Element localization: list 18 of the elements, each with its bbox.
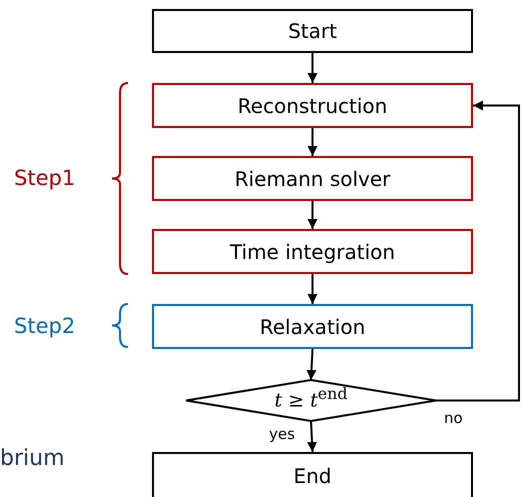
arrow <box>308 53 318 83</box>
arrow <box>436 100 520 402</box>
process-box: Start <box>152 9 473 53</box>
arrow <box>307 420 317 452</box>
process-box: End <box>152 452 473 497</box>
arrow <box>306 348 316 380</box>
step-label: Step2 <box>14 314 76 338</box>
process-box: Riemann solver <box>152 156 473 201</box>
process-box: Reconstruction <box>152 83 473 128</box>
text-fragment: brium <box>0 446 64 471</box>
step-label: Step1 <box>14 166 76 190</box>
arrow <box>308 128 318 156</box>
decision-diamond <box>186 380 436 421</box>
condition-text: t ≥ t$^{end}$ <box>274 384 348 412</box>
arrow <box>308 201 318 229</box>
arrow <box>308 274 318 304</box>
process-box: Relaxation <box>152 304 473 349</box>
process-box: Time integration <box>152 229 473 274</box>
